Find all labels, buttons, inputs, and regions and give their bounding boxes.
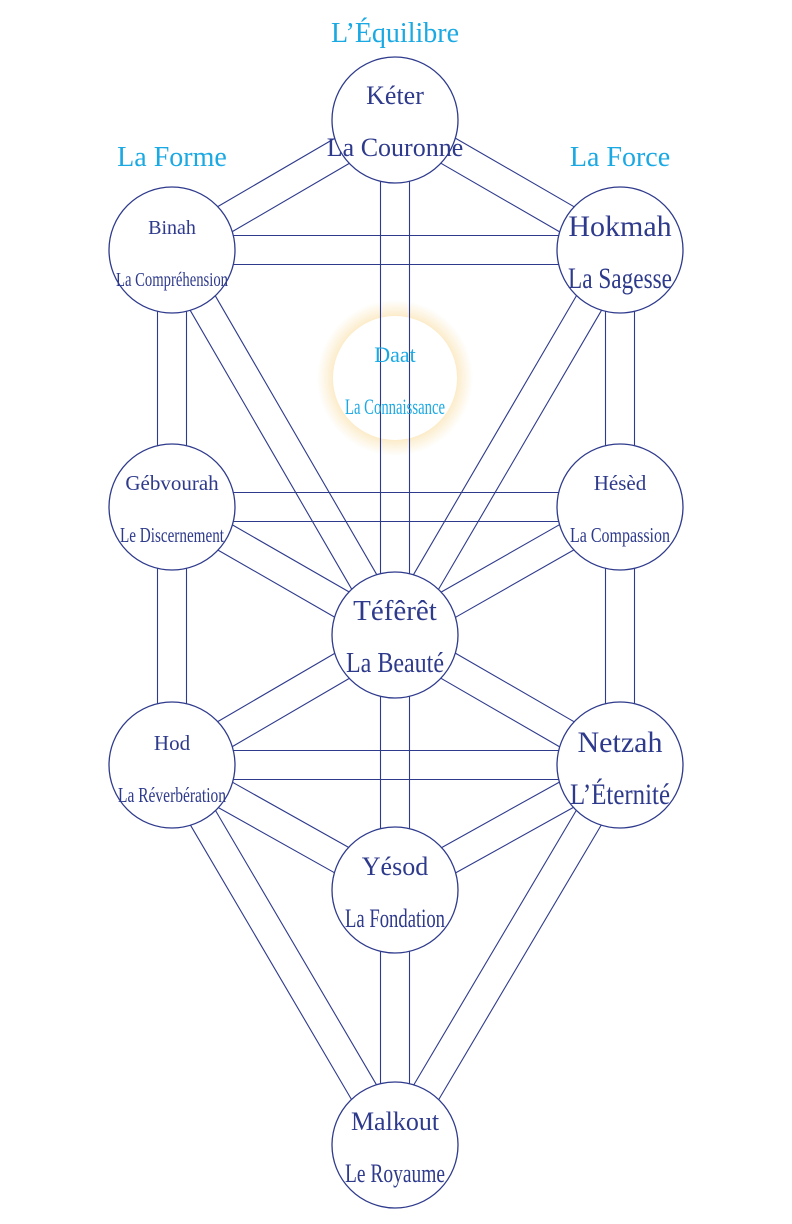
sefira-daat-name: Daat xyxy=(374,342,416,367)
sefira-binah-circle xyxy=(108,186,236,314)
sefira-yesod-circle xyxy=(331,826,459,954)
path-gevurah-tiferet xyxy=(217,549,335,618)
sefira-hesed: Hésèd La Compassion xyxy=(556,443,684,571)
path-binah-tiferet xyxy=(189,310,353,590)
daat-core xyxy=(333,316,457,440)
sefira-yesod-name: Yésod xyxy=(362,852,428,881)
sefira-hesed-meaning: La Compassion xyxy=(570,523,670,547)
sefira-malkout-circle xyxy=(331,1081,459,1209)
sefirot-layer: Kéter La Couronne Binah La Compréhension… xyxy=(108,56,684,1209)
path-hokmah-tiferet xyxy=(438,309,603,590)
path-hod-malkout xyxy=(215,810,377,1086)
sefira-gevurah: Gébvourah Le Discernement xyxy=(108,443,236,571)
sefira-keter: Kéter La Couronne xyxy=(327,56,463,184)
path-netzah-yesod xyxy=(441,781,560,849)
sefira-gevurah-meaning: Le Discernement xyxy=(120,523,224,547)
sefira-malkout-name: Malkout xyxy=(351,1107,440,1136)
sefira-hesed-circle xyxy=(556,443,684,571)
path-keter-hokmah xyxy=(440,162,560,233)
path-tiferet-hod xyxy=(217,652,335,723)
path-hesed-tiferet xyxy=(455,549,575,618)
sefira-hokmah-circle xyxy=(556,186,684,314)
path-hod-yesod xyxy=(218,807,335,874)
path-netzah-malkout xyxy=(438,824,602,1100)
sefira-hesed-name: Hésèd xyxy=(594,471,647,495)
sefira-daat: Daat La Connaissance xyxy=(345,342,445,419)
sefira-netzah: Netzah L’Éternité xyxy=(556,701,684,829)
path-netzah-malkout xyxy=(413,810,577,1086)
pillar-title-left: La Forme xyxy=(117,142,227,173)
sefira-netzah-circle xyxy=(556,701,684,829)
sefira-hokmah-meaning: La Sagesse xyxy=(568,262,672,295)
paths-layer xyxy=(156,137,636,1100)
sefira-binah-name: Binah xyxy=(148,217,196,239)
sefira-binah-meaning: La Compréhension xyxy=(116,269,228,291)
path-keter-hokmah xyxy=(455,137,575,208)
sefira-tiferet: Téfêrêt La Beauté xyxy=(331,571,459,699)
path-keter-binah xyxy=(232,162,350,233)
sefira-hod-meaning: La Réverbération xyxy=(118,783,226,807)
sefira-daat-meaning: La Connaissance xyxy=(345,394,445,419)
path-netzah-yesod xyxy=(455,806,574,874)
sefira-tiferet-circle xyxy=(331,571,459,699)
sefira-hokmah: Hokmah La Sagesse xyxy=(556,186,684,314)
sefira-netzah-meaning: L’Éternité xyxy=(570,778,670,811)
path-hod-yesod xyxy=(232,781,349,848)
path-tiferet-netzah xyxy=(455,652,575,723)
sefira-tiferet-name: Téfêrêt xyxy=(353,595,437,627)
path-binah-tiferet xyxy=(214,295,378,575)
sefira-gevurah-name: Gébvourah xyxy=(125,471,219,495)
sefira-malkout-meaning: Le Royaume xyxy=(345,1159,445,1188)
sefira-yesod-meaning: La Fondation xyxy=(345,904,445,933)
path-keter-binah xyxy=(217,137,335,208)
sefira-malkout: Malkout Le Royaume xyxy=(331,1081,459,1209)
sefira-hokmah-name: Hokmah xyxy=(568,210,671,243)
sefira-hod: Hod La Réverbération xyxy=(108,701,236,829)
sefira-hod-circle xyxy=(108,701,236,829)
sefira-keter-meaning: La Couronne xyxy=(327,133,463,162)
pillar-title-right: La Force xyxy=(570,142,670,173)
path-hod-malkout xyxy=(190,824,352,1100)
sefira-hod-name: Hod xyxy=(154,731,191,755)
sefira-binah: Binah La Compréhension xyxy=(108,186,236,314)
sefira-keter-circle xyxy=(331,56,459,184)
sefira-netzah-name: Netzah xyxy=(578,726,663,759)
path-gevurah-tiferet xyxy=(232,524,350,593)
path-hesed-tiferet xyxy=(440,524,560,593)
sefira-gevurah-circle xyxy=(108,443,236,571)
path-hokmah-tiferet xyxy=(412,295,577,576)
pillar-title-center: L’Équilibre xyxy=(331,18,459,49)
sefira-keter-name: Kéter xyxy=(366,81,424,110)
path-tiferet-netzah xyxy=(440,677,560,748)
sefira-tiferet-meaning: La Beauté xyxy=(346,647,444,679)
sefira-yesod: Yésod La Fondation xyxy=(331,826,459,954)
path-tiferet-hod xyxy=(232,677,350,748)
